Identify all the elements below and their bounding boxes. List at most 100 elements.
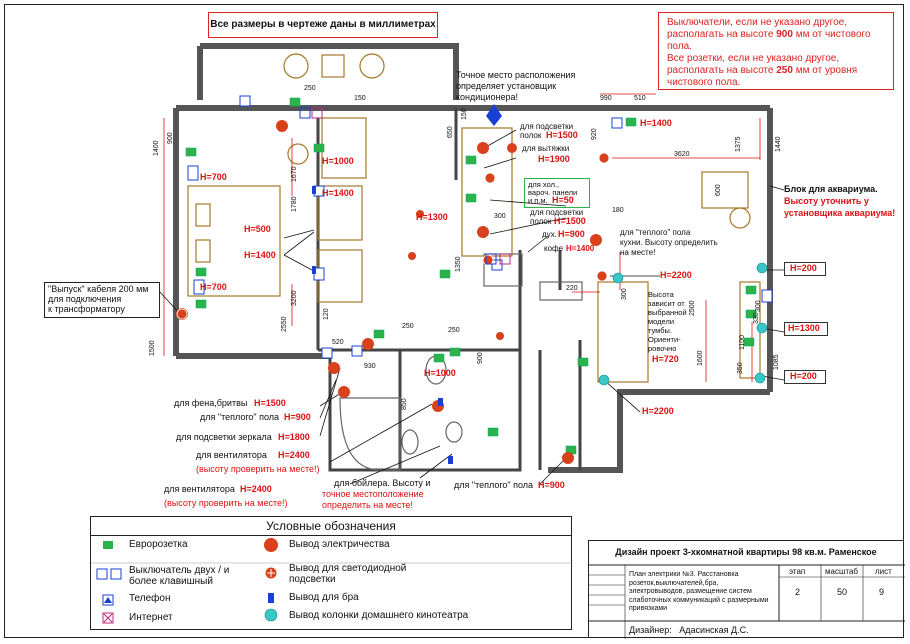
svg-text:2500: 2500: [689, 300, 696, 316]
h50: H=50: [552, 195, 574, 205]
speaker-icon: [264, 608, 278, 622]
shelf-light-2b: полок: [530, 217, 552, 226]
ac-note-2: определяет установщик: [456, 81, 557, 91]
h1300-2: H=1300: [788, 323, 820, 333]
aquarium-1: Блок для аквариума.: [784, 184, 878, 194]
ac-note-1: Точное место расположения: [456, 70, 576, 80]
floor3-label: для "теплого" пола: [454, 480, 534, 490]
designer: Дизайнер: Адасинская Д.С.: [629, 625, 749, 635]
scale-value: 50: [837, 587, 848, 597]
aquarium-3: установщика аквариума!: [784, 208, 896, 218]
dryer-label: для фена,бритвы: [174, 398, 248, 408]
legend-power: Вывод электричества: [289, 539, 390, 550]
h1500-shelf-1: H=1500: [546, 130, 578, 140]
h1300-box: [784, 322, 828, 336]
vanity-height-2: зависит от: [648, 299, 685, 308]
h1500-shelf-2: H=1500: [554, 216, 586, 226]
ac-note-3: кондиционера!: [456, 92, 518, 102]
project-title: Дизайн проект 3-хкомнатной квартиры 98 к…: [615, 547, 877, 557]
svg-text:1670: 1670: [291, 166, 298, 182]
sheet-label: лист: [875, 567, 892, 576]
sockets-line-3: чистового пола.: [667, 77, 741, 88]
boiler-2: точное местоположение: [322, 489, 424, 499]
switches-line-2: располагать на высоте 900 мм от чистовог…: [667, 29, 871, 40]
svg-text:1375: 1375: [735, 136, 742, 152]
h1000-2: H=1000: [424, 368, 456, 378]
vanity-height-3: выбранной: [648, 308, 687, 317]
sheet-value: 9: [879, 587, 885, 597]
svg-text:3200: 3200: [291, 290, 298, 306]
svg-text:1400: 1400: [153, 140, 160, 156]
h1300-1: H=1300: [416, 212, 448, 222]
switch-icon: [96, 568, 108, 580]
h700-2: H=700: [200, 282, 227, 292]
svg-text:180: 180: [612, 207, 624, 214]
kitchen-floor-3: на месте!: [620, 248, 656, 257]
h1500-dryer: H=1500: [254, 398, 286, 408]
fridge-1: для хол.,: [528, 180, 560, 189]
h900-floor3: H=900: [538, 480, 565, 490]
svg-text:2550: 2550: [281, 316, 288, 332]
h2400-1: H=2400: [278, 450, 310, 460]
units-note-text: Все размеры в чертеже даны в миллиметрах: [210, 19, 436, 30]
h1400-coffee: H=1400: [566, 244, 595, 253]
title-block-grid: [589, 564, 905, 639]
svg-text:150: 150: [354, 95, 366, 102]
cable-note-2: для подключения: [48, 294, 122, 304]
fan2-check: (высоту проверить на месте!): [164, 498, 288, 508]
fan2-label: для вентилятора: [164, 484, 235, 494]
fridge-3: и п.м.: [528, 196, 548, 205]
svg-text:520: 520: [332, 339, 344, 346]
svg-text:920: 920: [591, 128, 598, 140]
bath-floor-label: для "теплого" пола: [200, 412, 280, 422]
h200-box-2: [784, 370, 826, 384]
svg-text:1440: 1440: [775, 136, 782, 152]
svg-text:300: 300: [621, 288, 628, 300]
legend-speaker: Вывод колонки домашнего кинотеатра: [289, 610, 469, 621]
scale-label: масштаб: [825, 567, 858, 576]
svg-text:1350: 1350: [455, 256, 462, 272]
legend-socket: Евророзетка: [129, 539, 188, 550]
h720: H=720: [652, 354, 679, 364]
svg-text:250: 250: [402, 323, 414, 330]
h1800: H=1800: [278, 432, 310, 442]
svg-text:900: 900: [477, 352, 484, 364]
power-icon: [264, 538, 278, 552]
cable-note-box: [44, 282, 160, 318]
stage-label: этап: [789, 567, 806, 576]
h200-2: H=200: [790, 371, 817, 381]
fridge-box: [524, 178, 590, 208]
sockets-line-1: Все розетки, если не указано другое,: [667, 53, 840, 64]
svg-text:250: 250: [304, 85, 316, 92]
kitchen-floor-2: кухни. Высоту определить: [620, 238, 718, 247]
sconce-icon: [268, 593, 274, 603]
title-block: Дизайн проект 3-хкомнатной квартиры 98 к…: [588, 540, 905, 639]
legend-switch: Выключатель двух / и более клавишный: [129, 565, 230, 587]
svg-text:900: 900: [167, 132, 174, 144]
oven-label: дух.: [542, 230, 557, 239]
h1000-1: H=1000: [322, 156, 354, 166]
svg-text:150: 150: [461, 108, 468, 120]
svg-text:1100: 1100: [739, 335, 746, 350]
fan1-check: (высоту проверить на месте!): [196, 464, 320, 474]
h1400-2: H=1400: [244, 250, 276, 260]
boiler-1: для бойлера. Высоту и: [334, 478, 431, 488]
boiler-3: определить на месте!: [322, 500, 413, 510]
vanity-height-6: Ориенти-: [648, 335, 681, 344]
svg-text:600: 600: [715, 184, 722, 196]
legend-internet: Интернет: [129, 612, 173, 623]
legend-sconce: Вывод для бра: [289, 592, 359, 603]
kitchen-floor-1: для "теплого" пола: [620, 228, 691, 237]
h700-1: H=700: [200, 172, 227, 182]
switches-line-3: пола.: [667, 41, 692, 52]
h2200-2: H=2200: [642, 406, 674, 416]
legend-phone: Телефон: [129, 593, 171, 604]
units-note: Все размеры в чертеже даны в миллиметрах: [208, 12, 438, 38]
svg-text:3620: 3620: [674, 151, 690, 158]
shelf-light-1: для подсветки: [520, 122, 574, 131]
h1900: H=1900: [538, 154, 570, 164]
legend-icons: [91, 538, 573, 624]
svg-text:330: 330: [753, 312, 760, 324]
h1400-1: H=1400: [322, 188, 354, 198]
